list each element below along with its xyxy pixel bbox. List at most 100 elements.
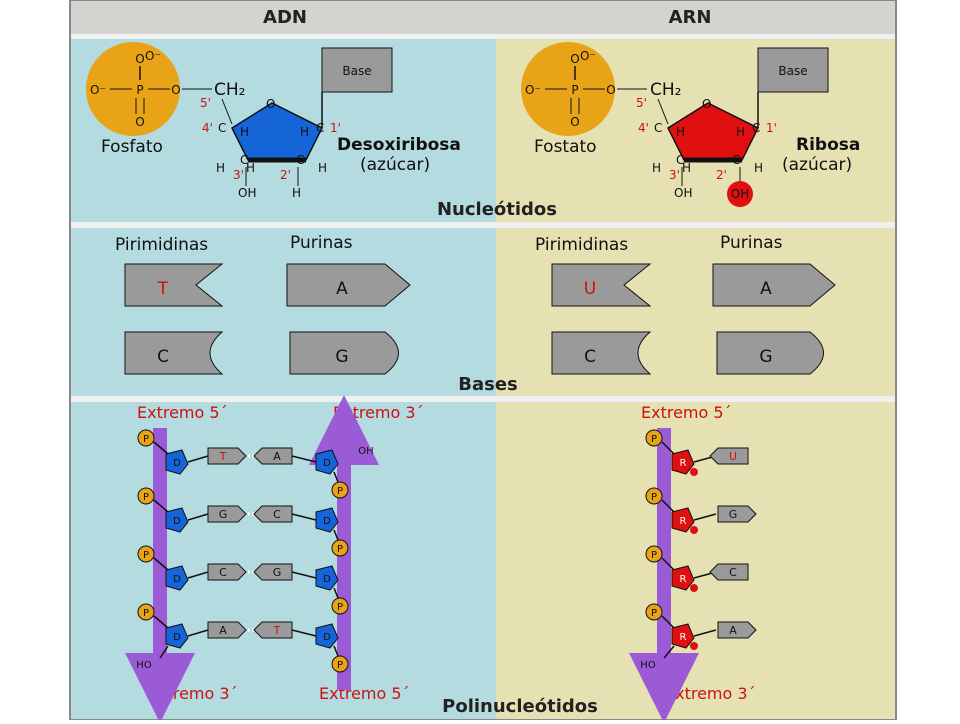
sugar-letter: R [680,516,687,527]
base-block [207,447,247,465]
base-pyrimidine [551,263,652,307]
phosphate-circle [521,42,615,136]
base-block [253,621,293,639]
bases-section: Pirimidinas Purinas Pirimidinas Purinas … [115,233,836,375]
svg-text:4': 4' [202,121,213,135]
section-label-nucleotides: Nucleótidos [437,199,557,220]
svg-text:H: H [754,161,763,175]
phosphate-letter: P [337,660,343,671]
phosphate-circle [137,487,155,505]
svg-text:O: O [135,52,144,66]
sugar-letter: D [173,574,181,585]
sugar-pentagon [165,449,189,475]
svg-text:O: O [135,115,144,129]
phosphate-circle [331,597,349,615]
svg-text:Ribosa: Ribosa [796,135,860,155]
svg-text:H: H [216,161,225,175]
base-letter: G [219,508,228,521]
svg-text:C: C [218,121,226,135]
sugar-letter: D [323,632,331,643]
base-letter: T [219,450,227,463]
base-pyrimidine [551,331,652,375]
phosphate-circle [645,603,663,621]
sugar-pentagon [671,449,695,475]
base-block [717,505,757,523]
base-block [709,563,749,581]
svg-text:Fostato: Fostato [534,137,597,157]
phosphate-circle [137,429,155,447]
svg-text:Base: Base [778,64,807,78]
svg-text:5': 5' [200,96,211,110]
base-letter: A [273,450,281,463]
svg-text:H: H [246,161,255,175]
phosphate-circle [331,481,349,499]
ho-label: HO [640,660,656,671]
phosphate-letter: P [337,486,343,497]
base-box [757,47,829,93]
phosphate-letter: P [651,550,657,561]
sugar-letter: D [323,458,331,469]
sugar-pentagon [671,507,695,533]
svg-text:C: C [157,347,169,367]
phosphate-letter: P [337,602,343,613]
svg-text:H: H [652,161,661,175]
divider [70,222,896,228]
sugar-letter: D [323,516,331,527]
svg-text:5': 5' [636,96,647,110]
svg-text:O: O [570,115,579,129]
svg-text:(azúcar): (azúcar) [360,155,430,175]
base-letter: A [219,624,227,637]
phosphate-label: Fosfato [101,137,163,157]
svg-text:Purinas: Purinas [720,233,783,253]
svg-text:3': 3' [233,168,244,182]
section-label-polynucleotides: Polinucleótidos [442,696,598,717]
rna-nucleotide: O⁻ O O O⁻ P O Fostato CH₂ O 5' 4' 3' 2' … [521,42,860,207]
base-block [717,621,757,639]
base-purine [712,263,836,307]
sugar-pentagon [315,623,339,649]
svg-text:Extremo 3´: Extremo 3´ [665,684,756,703]
sugar-letter: R [680,458,687,469]
phosphate-letter: P [651,492,657,503]
svg-text:2': 2' [280,168,291,182]
svg-text:C: C [316,121,324,135]
sugar-letter: D [173,458,181,469]
sugar-pentagon [671,565,695,591]
svg-text:1': 1' [766,121,777,135]
oh-dot [690,526,698,534]
svg-text:C: C [584,347,596,367]
svg-text:P: P [136,83,143,97]
svg-text:O: O [606,83,615,97]
phosphate-circle [645,545,663,563]
sugar-pentagon [165,565,189,591]
oh-dot [690,642,698,650]
svg-text:H: H [318,161,327,175]
divider [70,396,896,402]
svg-text:OH: OH [731,187,749,201]
phosphate-letter: P [651,608,657,619]
phosphate-circle [137,603,155,621]
svg-text:Pirimidinas: Pirimidinas [115,235,208,255]
header-dna: ADN [263,7,307,28]
sugar-pentagon [165,507,189,533]
svg-text:(azúcar): (azúcar) [782,155,852,175]
phosphate-letter: P [143,492,149,503]
svg-text:O: O [266,97,275,111]
svg-text:1': 1' [330,121,341,135]
base-letter: C [729,566,737,579]
sugar-name: Desoxiribosa [337,135,461,155]
base-block [207,621,247,639]
svg-text:C: C [752,121,760,135]
sugar-pentagon [315,507,339,533]
phosphate-circle [86,42,180,136]
svg-text:U: U [584,279,596,299]
base-letter: G [273,566,282,579]
svg-text:C: C [240,153,248,167]
base-block [709,447,749,465]
oh-label: OH [358,446,373,457]
svg-text:O⁻: O⁻ [90,83,106,97]
sugar-pentagon [671,623,695,649]
svg-text:P: P [571,83,578,97]
svg-text:O: O [702,97,711,111]
base-block [253,563,293,581]
